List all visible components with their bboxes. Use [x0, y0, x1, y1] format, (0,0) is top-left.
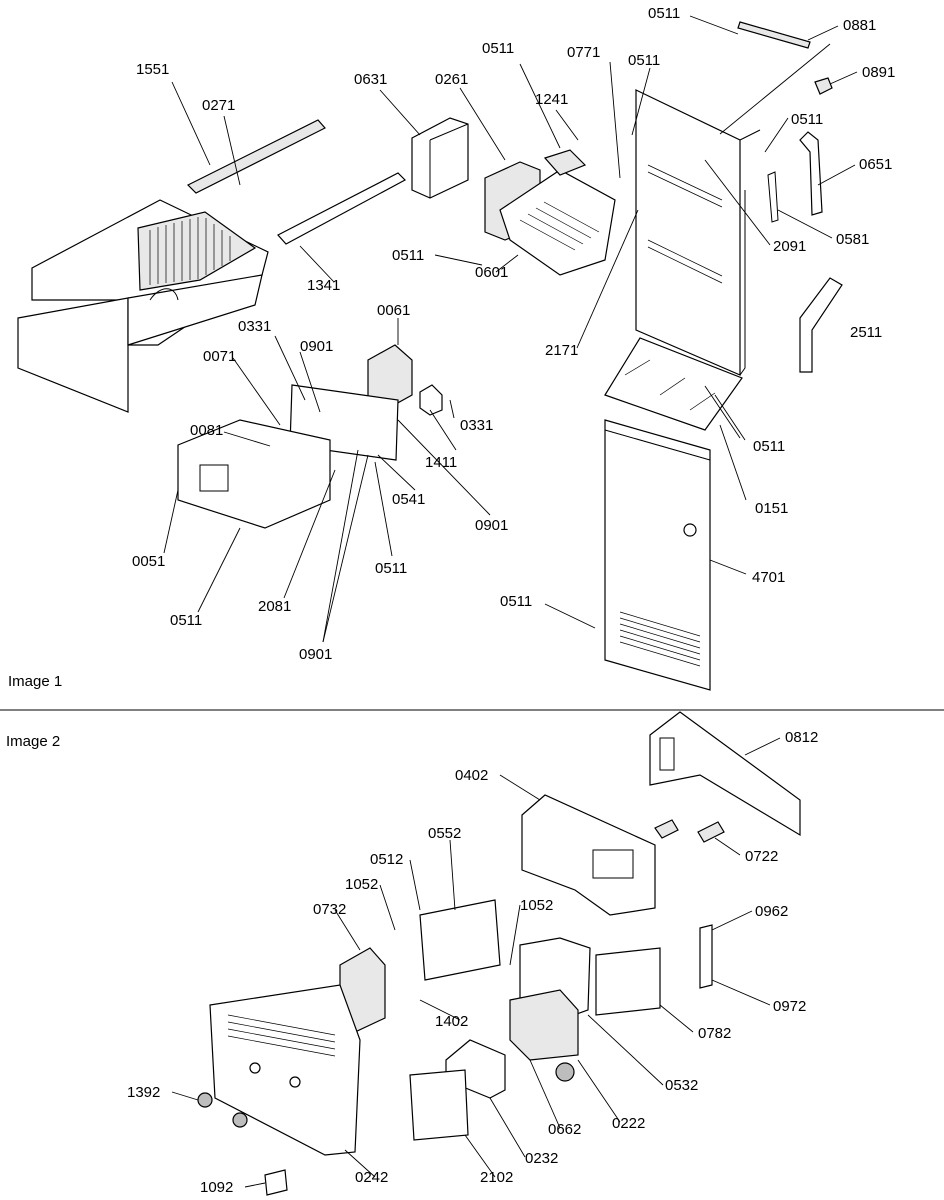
deflector-part: [604, 337, 743, 431]
callout-label: 0511: [648, 5, 680, 22]
knob-part: [197, 1092, 213, 1108]
callout-label: 0061: [377, 302, 410, 319]
dispenser-housing-part: [521, 794, 656, 916]
callout-label: 1052: [345, 876, 378, 893]
control-housing-part: [177, 419, 331, 529]
callout-label: 2081: [258, 598, 291, 615]
spacer-part: [654, 819, 679, 839]
callout-label: 0331: [460, 417, 493, 434]
side-strip-part: [799, 131, 823, 216]
bucket-rail-part: [277, 172, 406, 245]
image-1-leaders: [163, 15, 858, 643]
callout-label: 0051: [132, 553, 165, 570]
callout-label: 0782: [698, 1025, 731, 1042]
image-2-drawing: [171, 711, 801, 1196]
callout-label: 0541: [392, 491, 425, 508]
callout-label: 0511: [500, 593, 532, 610]
callout-label: 0512: [370, 851, 403, 868]
callout-label: 0511: [628, 52, 660, 69]
auger-rail-part: [186, 119, 326, 194]
callout-label: 0962: [755, 903, 788, 920]
callout-label: 1411: [425, 454, 457, 471]
callout-label: 2511: [850, 324, 882, 341]
callout-label: 0552: [428, 825, 461, 842]
callout-label: 0511: [482, 40, 514, 57]
callout-label: 0771: [567, 44, 600, 61]
callout-label: 0651: [859, 156, 892, 173]
callout-label: 0901: [300, 338, 333, 355]
callout-label: 0601: [475, 264, 508, 281]
callout-label: 0722: [745, 848, 778, 865]
callout-label: 4701: [752, 569, 785, 586]
callout-label: 0081: [190, 422, 223, 439]
image-2-leaders: [171, 737, 781, 1188]
image-2-caption: Image 2: [6, 733, 60, 750]
callout-label: 0511: [375, 560, 407, 577]
callout-label: 0222: [612, 1115, 645, 1132]
callout-label: 0261: [435, 71, 468, 88]
callout-label: 0972: [773, 998, 806, 1015]
control-panel-part: [419, 899, 501, 981]
panel-part: [409, 1069, 469, 1141]
side-trim-part: [799, 277, 843, 373]
side-bracket-part: [699, 924, 713, 989]
ice-bucket-part: [17, 199, 269, 413]
knob-part-2: [232, 1112, 248, 1128]
spring-part: [555, 1062, 575, 1082]
clip-part: [767, 171, 779, 223]
callout-label: 1092: [200, 1179, 233, 1196]
clip-plate-part: [264, 1169, 288, 1196]
roller-part: [697, 821, 725, 843]
callout-label: 0071: [203, 348, 236, 365]
callout-label: 0232: [525, 1150, 558, 1167]
top-bracket-part: [737, 21, 811, 49]
callout-label: 1402: [435, 1013, 468, 1030]
front-bezel-part: [209, 984, 361, 1156]
callout-label: 0511: [753, 438, 785, 455]
rear-panel-part: [635, 89, 741, 376]
callout-label: 0402: [455, 767, 488, 784]
callout-label: 2171: [545, 342, 578, 359]
image-1-drawing: [17, 15, 858, 691]
module-cover-part: [411, 117, 469, 199]
small-block-part: [814, 77, 833, 95]
image-1-caption: Image 1: [8, 673, 62, 690]
callout-label: 1341: [307, 277, 340, 294]
callout-label: 0631: [354, 71, 387, 88]
callout-label: 1052: [520, 897, 553, 914]
callout-label: 0532: [665, 1077, 698, 1094]
callout-label: 0511: [791, 111, 823, 128]
image-1-labels: Image 1 0511 0881 0891 0511 0771 0511 15…: [8, 5, 895, 690]
chute-cover-part: [595, 947, 661, 1016]
callout-label: 2102: [480, 1169, 513, 1186]
callout-label: 0901: [299, 646, 332, 663]
callout-label: 0901: [475, 517, 508, 534]
actuator-part: [509, 989, 579, 1061]
callout-label: 0732: [313, 901, 346, 918]
callout-label: 2091: [773, 238, 806, 255]
switch-block-part: [419, 384, 443, 416]
callout-label: 0331: [238, 318, 271, 335]
callout-label: 0662: [548, 1121, 581, 1138]
callout-label: 1241: [535, 91, 568, 108]
callout-label: 0271: [202, 97, 235, 114]
callout-label: 0242: [355, 1169, 388, 1186]
callout-label: 0581: [836, 231, 869, 248]
callout-label: 0511: [170, 612, 202, 629]
callout-label: 0511: [392, 247, 424, 264]
callout-label: 1551: [136, 61, 169, 78]
callout-label: 0881: [843, 17, 876, 34]
mounting-bracket-part: [649, 711, 801, 837]
callout-label: 0812: [785, 729, 818, 746]
front-panel-part: [604, 419, 711, 691]
image-2-labels: Image 2 0812 0402 0722 0552 0512 1052 10…: [6, 729, 818, 1196]
callout-label: 0891: [862, 64, 895, 81]
callout-label: 0151: [755, 500, 788, 517]
callout-label: 1392: [127, 1084, 160, 1101]
